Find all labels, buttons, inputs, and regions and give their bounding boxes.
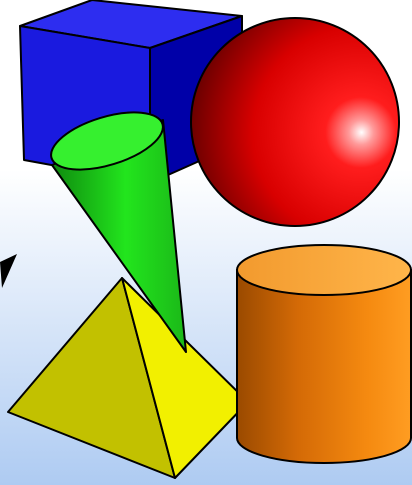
cylinder-body xyxy=(236,269,412,464)
cylinder-shape xyxy=(236,244,412,464)
left-edge-mark xyxy=(0,254,17,288)
pyramid-shape xyxy=(7,277,249,479)
cone-base xyxy=(50,111,164,171)
sphere-shape xyxy=(190,17,400,227)
cylinder-top xyxy=(236,244,412,296)
cone-shape xyxy=(50,111,187,353)
